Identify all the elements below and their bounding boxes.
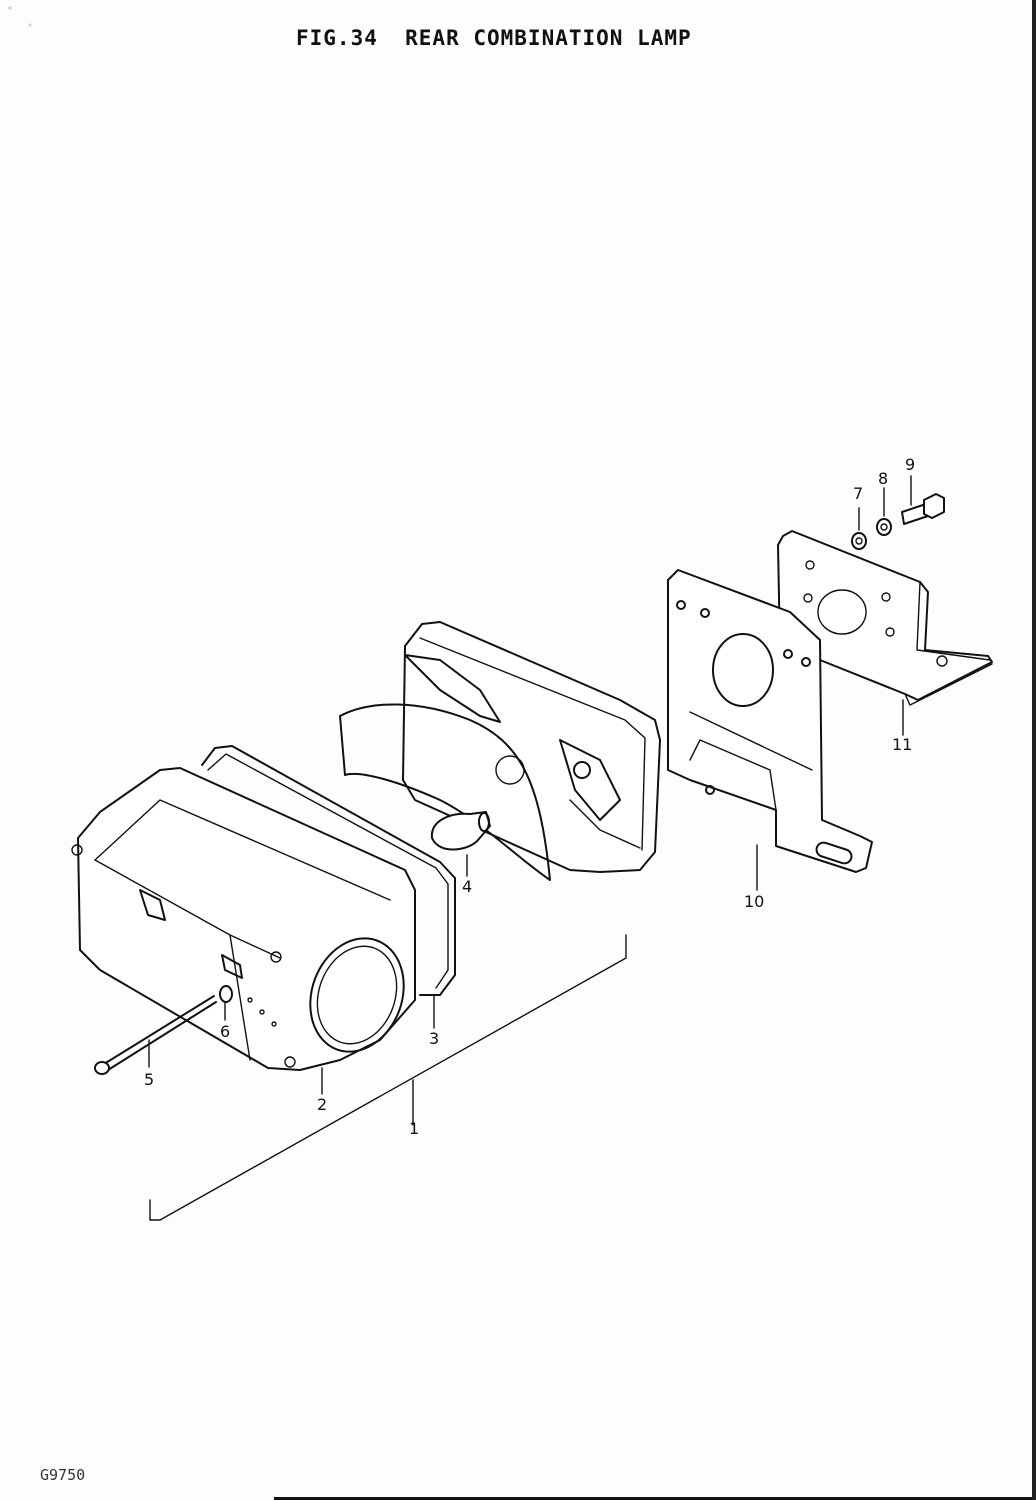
leader-lines [148, 475, 912, 1221]
part-9-bolt [901, 493, 945, 525]
part-2-lens [71, 767, 416, 1071]
page-edge [1032, 0, 1036, 1500]
part-6-washer [219, 985, 233, 1003]
callout-10: 10 [744, 892, 764, 911]
part-7-washer [851, 532, 867, 550]
scan-noise [0, 0, 70, 180]
drawing-code: G9750 [40, 1466, 86, 1484]
callout-6: 6 [220, 1022, 230, 1041]
bottom-rule [274, 1497, 1036, 1500]
part-8-lock-washer [876, 518, 892, 536]
figure-title: FIG.34 REAR COMBINATION LAMP [296, 26, 692, 50]
callout-1: 1 [409, 1119, 419, 1138]
callout-2: 2 [317, 1095, 327, 1114]
callout-3: 3 [429, 1029, 439, 1048]
part-4-bulb [430, 811, 491, 851]
part-10-plate [667, 569, 873, 873]
callout-9: 9 [905, 455, 915, 474]
callout-8: 8 [878, 469, 888, 488]
part-11-bracket [777, 530, 993, 706]
part-5-screw [94, 995, 217, 1075]
lamp-base [339, 621, 661, 881]
callout-4: 4 [462, 877, 472, 896]
callout-7: 7 [853, 484, 863, 503]
callout-11: 11 [892, 735, 912, 754]
part-3-gasket [201, 745, 456, 996]
callout-5: 5 [144, 1070, 154, 1089]
callout-labels: 1 2 3 4 5 6 7 8 9 10 11 [144, 455, 915, 1138]
